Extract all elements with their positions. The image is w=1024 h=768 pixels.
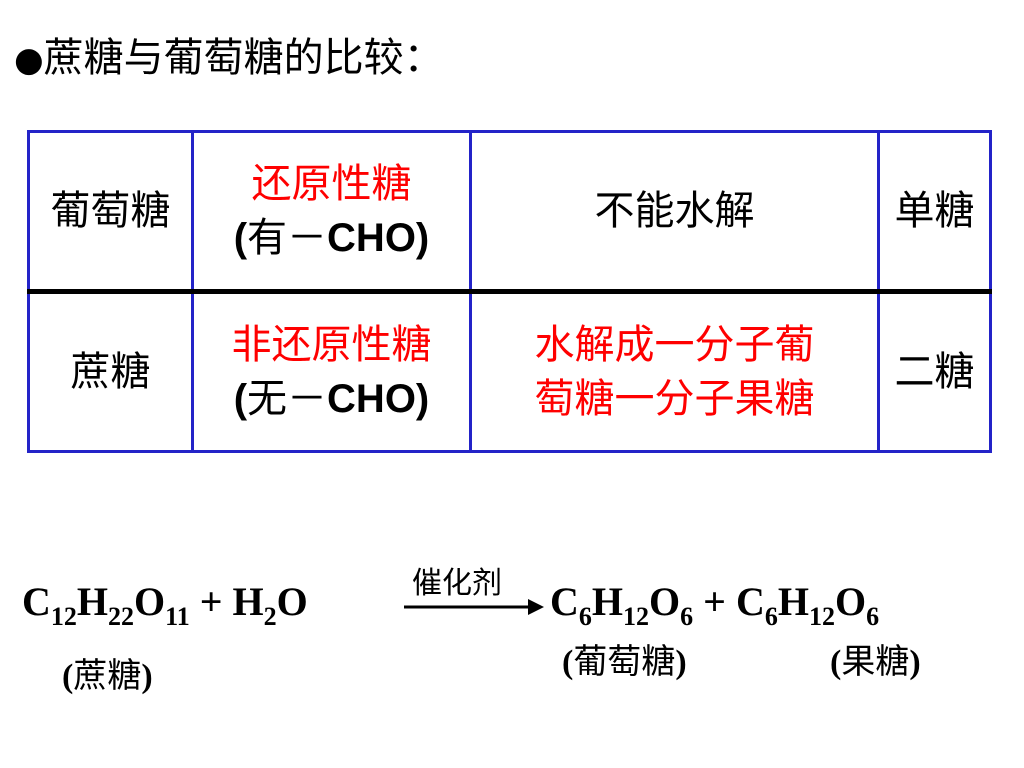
property-label-sucrose: 非还原性糖 bbox=[231, 322, 432, 368]
cell-property-glucose: 还原性糖 (有－CHO) bbox=[191, 130, 472, 294]
equation-products: C6H12O6 + C6H12O6 bbox=[550, 578, 880, 631]
title-text: 蔗糖与葡萄糖的比较： bbox=[43, 35, 444, 81]
hydrolysis-text-sucrose-2: 萄糖一分子果糖 bbox=[534, 376, 815, 422]
cell-hydrolysis-glucose: 不能水解 bbox=[469, 130, 880, 294]
water-formula: H2O bbox=[232, 579, 308, 631]
cell-name-glucose: 葡萄糖 bbox=[27, 130, 194, 294]
note-sucrose: (蔗糖) bbox=[62, 656, 153, 696]
note-fructose: (果糖) bbox=[830, 642, 921, 682]
cell-category-sucrose: 二糖 bbox=[877, 290, 992, 453]
property-group-glucose: (有－CHO) bbox=[233, 215, 430, 261]
reaction-arrow-icon bbox=[404, 599, 544, 615]
equation-reactants: C12H22O11 + H2O bbox=[22, 578, 308, 631]
table-row-sucrose: 蔗糖 非还原性糖 (无－CHO) 水解成一分子葡 萄糖一分子果糖 二糖 bbox=[27, 290, 992, 453]
catalyst-label: 催化剂 bbox=[412, 566, 502, 601]
glucose-formula: C6H12O6 bbox=[550, 579, 694, 631]
cell-hydrolysis-sucrose: 水解成一分子葡 萄糖一分子果糖 bbox=[469, 290, 880, 453]
table-row-glucose: 葡萄糖 还原性糖 (有－CHO) 不能水解 单糖 bbox=[27, 130, 992, 294]
sucrose-formula: C12H22O11 bbox=[22, 579, 190, 631]
property-group-sucrose: (无－CHO) bbox=[233, 376, 430, 422]
property-label-glucose: 还原性糖 bbox=[251, 161, 412, 207]
plus-sign: + bbox=[693, 579, 736, 624]
fructose-formula: C6H12O6 bbox=[735, 579, 880, 631]
plus-sign: + bbox=[189, 579, 233, 624]
cell-name-sucrose: 蔗糖 bbox=[27, 290, 194, 453]
cell-property-sucrose: 非还原性糖 (无－CHO) bbox=[191, 290, 472, 453]
comparison-table: 葡萄糖 还原性糖 (有－CHO) 不能水解 单糖 蔗糖 非还原性糖 (无－CHO… bbox=[27, 130, 992, 453]
page-title: ●蔗糖与葡萄糖的比较： bbox=[14, 30, 444, 88]
cell-category-glucose: 单糖 bbox=[877, 130, 992, 294]
hydrolysis-text-glucose: 不能水解 bbox=[594, 188, 755, 234]
note-glucose: (葡萄糖) bbox=[562, 642, 687, 682]
bullet-icon: ● bbox=[14, 40, 44, 80]
hydrolysis-text-sucrose-1: 水解成一分子葡 bbox=[534, 322, 815, 368]
